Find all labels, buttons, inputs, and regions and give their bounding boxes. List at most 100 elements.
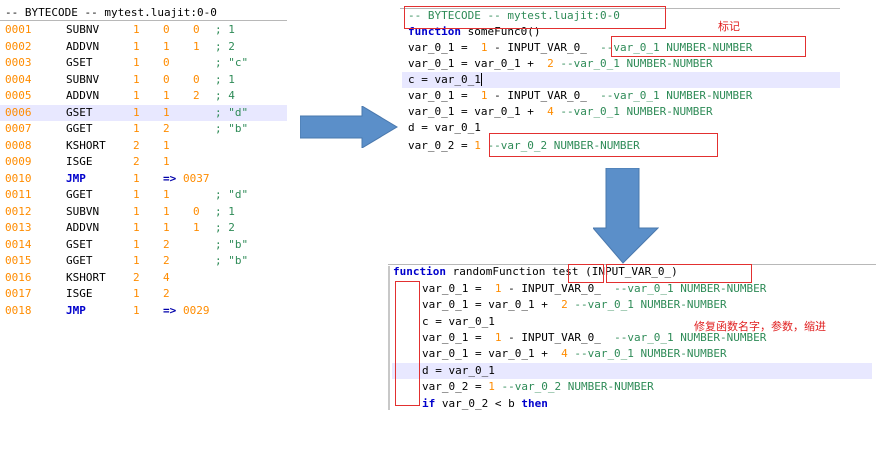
bytecode-cell-cm: ; "d" — [215, 188, 249, 201]
bytecode-cell-a: 2 — [133, 155, 140, 168]
bytecode-cell-a: 1 — [133, 171, 140, 185]
bytecode-cell-cm: ; 2 — [215, 221, 235, 234]
bytecode-cell-n: 0007 — [5, 122, 32, 135]
bytecode-cell-n: 0008 — [5, 138, 32, 152]
bytecode-cell-n: 0002 — [5, 39, 32, 53]
bytecode-cell-op: ADDVN — [66, 39, 100, 53]
bytecode-cell-c: 0037 — [183, 171, 210, 185]
bytecode-cell-a: 1 — [133, 303, 140, 317]
bytecode-cell-op: GSET — [66, 237, 93, 251]
bytecode-cell-b: 0 — [163, 72, 170, 86]
decompiled-panel: -- BYTECODE -- mytest.luajit:0-0 functio… — [400, 0, 840, 160]
bytecode-cell-b: 4 — [163, 270, 170, 284]
bytecode-cell-n: 0013 — [5, 221, 32, 234]
arrow-right-icon — [300, 106, 398, 148]
bytecode-cell-op: GGET — [66, 254, 93, 267]
code-line: var_0_1 = var_0_1 + 4 --var_0_1 NUMBER-N… — [408, 105, 713, 118]
bytecode-cell-n: 0005 — [5, 89, 32, 102]
highlight-box-func-name — [568, 264, 604, 283]
bytecode-cell-op: SUBNV — [66, 72, 100, 86]
bytecode-cell-op: ADDVN — [66, 221, 100, 234]
code-line: var_0_1 = var_0_1 + 2 --var_0_1 NUMBER-N… — [408, 57, 713, 70]
bytecode-cell-b: => — [163, 303, 177, 317]
bytecode-cell-cm: ; 4 — [215, 89, 235, 102]
fixed-code-panel: function randomFunction test (INPUT_VAR_… — [388, 262, 876, 412]
bytecode-cell-op: JMP — [66, 171, 86, 185]
bytecode-cell-cm: ; 1 — [215, 23, 235, 36]
bytecode-cell-a: 1 — [133, 254, 140, 267]
code-line: var_0_1 = 1 - INPUT_VAR_0_ --var_0_1 NUM… — [422, 331, 767, 344]
bytecode-cell-b: 1 — [163, 155, 170, 168]
bytecode-header-divider — [0, 20, 287, 21]
bytecode-cell-a: 1 — [133, 39, 140, 53]
bytecode-cell-op: KSHORT — [66, 138, 106, 152]
bytecode-cell-cm: ; "d" — [215, 105, 249, 119]
bytecode-cell-cm: ; "c" — [215, 56, 249, 69]
bytecode-cell-b: 1 — [163, 105, 170, 119]
bytecode-cell-n: 0018 — [5, 303, 32, 317]
highlight-box-comment — [489, 133, 718, 157]
bytecode-cell-b: 1 — [163, 89, 170, 102]
bytecode-cell-n: 0003 — [5, 56, 32, 69]
bytecode-cell-n: 0011 — [5, 188, 32, 201]
bytecode-cell-a: 1 — [133, 56, 140, 69]
bytecode-cell-b: 2 — [163, 237, 170, 251]
bytecode-cell-n: 0016 — [5, 270, 32, 284]
bytecode-cell-op: JMP — [66, 303, 86, 317]
code-line: if var_0_2 < b then — [422, 397, 548, 410]
bytecode-cell-b: 1 — [163, 39, 170, 53]
bytecode-cell-a: 1 — [133, 72, 140, 86]
bytecode-cell-b: 0 — [163, 23, 170, 36]
bytecode-cell-a: 1 — [133, 23, 140, 36]
bytecode-cell-a: 2 — [133, 138, 140, 152]
bytecode-row: 0002 ADDVN 1 1 1 ; 2 — [0, 39, 287, 55]
bytecode-cell-op: SUBVN — [66, 204, 100, 218]
arrow-down-icon — [593, 168, 659, 264]
bytecode-cell-cm: ; "b" — [215, 237, 249, 251]
decompiled-header: -- BYTECODE -- mytest.luajit:0-0 — [408, 9, 620, 22]
bytecode-cell-n: 0009 — [5, 155, 32, 168]
bytecode-cell-n: 0015 — [5, 254, 32, 267]
highlight-box-params — [606, 264, 752, 283]
bytecode-cell-n: 0006 — [5, 105, 32, 119]
code-line: d = var_0_1 — [408, 121, 481, 134]
bytecode-cell-op: GGET — [66, 122, 93, 135]
annotation-fix: 修复函数名字，参数，缩进 — [694, 320, 826, 333]
code-line: var_0_1 = var_0_1 + 2 --var_0_1 NUMBER-N… — [422, 298, 727, 311]
bytecode-cell-a: 1 — [133, 89, 140, 102]
bytecode-cell-n: 0004 — [5, 72, 32, 86]
bytecode-cell-c: 1 — [193, 39, 200, 53]
bytecode-cell-cm: ; 2 — [215, 39, 235, 53]
highlight-box-indent — [395, 281, 420, 406]
bytecode-cell-b: 2 — [163, 254, 170, 267]
bytecode-cell-cm: ; "b" — [215, 254, 249, 267]
bytecode-cell-op: GSET — [66, 105, 93, 119]
bytecode-header: -- BYTECODE -- mytest.luajit:0-0 — [5, 6, 217, 19]
bytecode-cell-b: 2 — [163, 122, 170, 135]
bytecode-cell-a: 1 — [133, 204, 140, 218]
code-line: var_0_1 = 1 - INPUT_VAR_0_ --var_0_1 NUM… — [408, 41, 753, 54]
editor-gutter — [388, 266, 390, 410]
code-line-highlighted: c = var_0_1 — [402, 72, 840, 88]
code-line: var_0_2 = 1 --var_0_2 NUMBER-NUMBER — [422, 380, 654, 393]
bytecode-cell-a: 1 — [133, 221, 140, 234]
bytecode-cell-c: 0 — [193, 23, 200, 36]
code-line: c = var_0_1 — [422, 315, 495, 328]
bytecode-cell-n: 0001 — [5, 23, 32, 36]
bytecode-cell-cm: ; 1 — [215, 72, 235, 86]
bytecode-cell-b: 2 — [163, 287, 170, 300]
bytecode-row: 0015 GGET 1 2 ; "b" — [0, 253, 287, 269]
